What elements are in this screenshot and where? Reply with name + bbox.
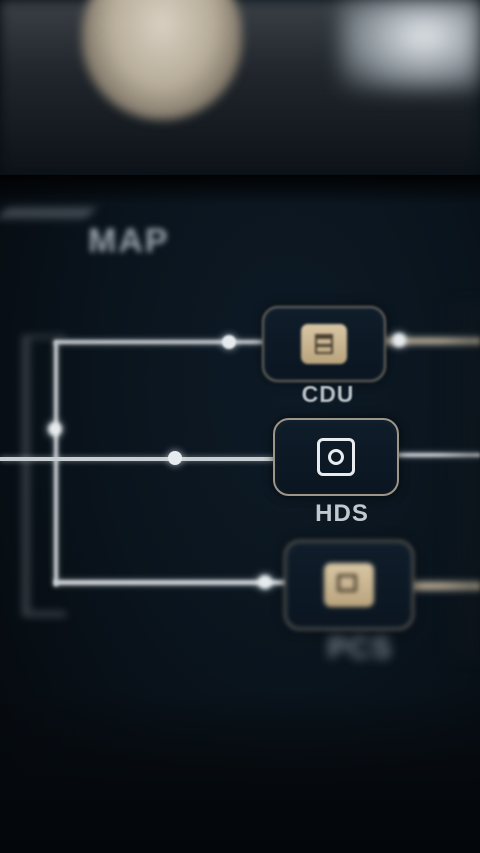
target-icon [317,438,355,476]
light-glare [340,0,480,90]
panel-tile-icon [301,324,347,364]
pcs-node[interactable] [284,540,414,630]
bottom-shadow [0,690,480,853]
hds-outgoing-connector [395,453,480,457]
hds-connector-dot [168,451,182,465]
bus-junction-dot [48,422,62,436]
hds-label: HDS [315,500,369,527]
pcs-connector-dot [258,575,272,589]
pcs-label: PCS [327,632,393,665]
title-prefix-decoration [0,210,94,256]
page-title: MAP [88,222,170,260]
document-tile-icon [324,563,374,607]
edge-vignette [440,300,480,660]
hds-connector [0,457,276,461]
pcs-outgoing-connector [410,582,480,590]
screen-bezel-edge [0,175,480,205]
cdu-node[interactable] [262,306,386,382]
cdu-connector [54,340,264,344]
cdu-outgoing-dot [392,333,406,347]
cdu-connector-node-dot [222,335,236,349]
cdu-label: CDU [301,381,355,407]
cdu-outgoing-connector [382,338,480,344]
bus-frame [22,335,66,617]
hds-node[interactable] [273,418,399,496]
cdu-connector-vertical [54,342,58,586]
pcs-connector [54,580,288,585]
